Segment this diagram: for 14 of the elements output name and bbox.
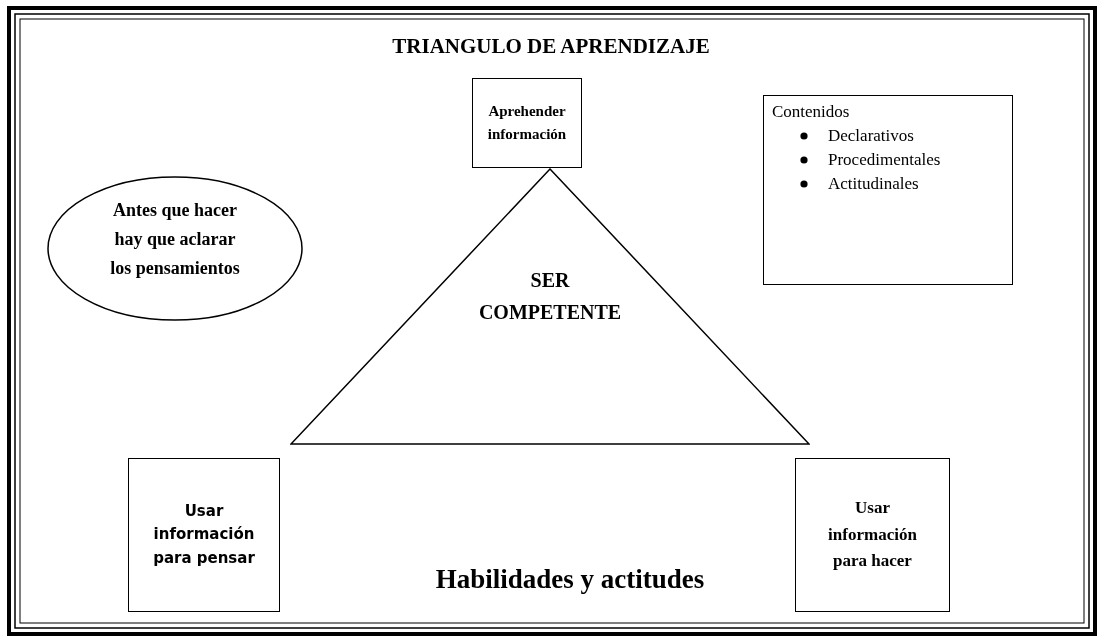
section-label: Habilidades y actitudes xyxy=(434,564,706,595)
concept-box: Aprehender información xyxy=(472,78,582,168)
list-heading: Contenidos xyxy=(772,101,851,123)
ellipse-text: Antes que hacer hay que aclarar los pensamientos xyxy=(109,199,241,280)
skill-box: Usar información para pensar xyxy=(128,458,280,612)
list-item: Actitudinales xyxy=(828,173,920,195)
learning-triangle xyxy=(290,168,810,445)
triangle-text: SER COMPETENTE xyxy=(477,268,623,325)
thought-ellipse xyxy=(47,176,303,321)
list-item: Declarativos xyxy=(828,125,915,147)
skill-box: Usar información para hacer xyxy=(795,458,950,612)
diagram-title: TRIANGULO DE APRENDIZAJE xyxy=(391,34,711,59)
list-item: Procedimentales xyxy=(828,149,942,171)
content-box xyxy=(763,95,1013,285)
